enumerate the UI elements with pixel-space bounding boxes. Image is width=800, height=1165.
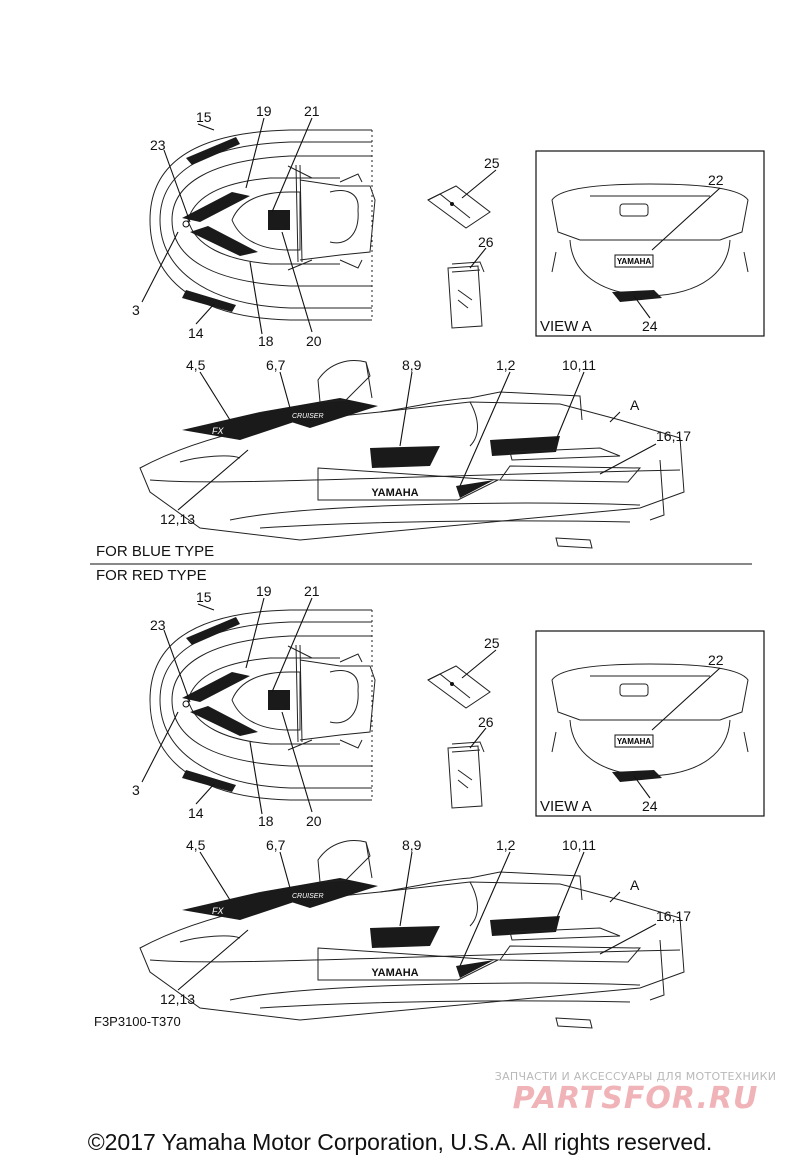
- red-callout-22: 22: [708, 652, 724, 668]
- red-callout-21: 21: [304, 583, 320, 599]
- blue-callout-8-9: 8,9: [402, 357, 422, 373]
- blue-callout-A: A: [630, 397, 640, 413]
- blue-part-25-shape: [427, 185, 491, 229]
- blue-callout-18: 18: [258, 333, 274, 349]
- blue-callout-10-11: 10,11: [562, 357, 596, 373]
- watermark-tagline: ЗАПЧАСТИ И АКСЕССУАРЫ ДЛЯ МОТОТЕХНИКИ: [494, 1070, 777, 1083]
- blue-callout-12-13: 12,13: [160, 511, 195, 527]
- red-part-26-shape: [447, 741, 485, 809]
- red-type-caption: FOR RED TYPE: [96, 567, 207, 584]
- red-view-a-label: VIEW A: [540, 798, 592, 815]
- blue-callout-23: 23: [150, 137, 166, 153]
- blue-side-logo: YAMAHA: [371, 487, 418, 499]
- red-callout-6-7: 6,7: [266, 837, 286, 853]
- blue-leader-lines: [141, 117, 721, 511]
- red-deck-text: CRUISER: [292, 893, 324, 900]
- blue-callout-19: 19: [256, 103, 272, 119]
- blue-callout-1-2: 1,2: [496, 357, 516, 373]
- red-callout-4-5: 4,5: [186, 837, 206, 853]
- blue-decal-23-dot: [182, 220, 190, 228]
- blue-callout-14: 14: [188, 325, 204, 341]
- watermark: ЗАПЧАСТИ И АКСЕССУАРЫ ДЛЯ МОТОТЕХНИКИ PA…: [488, 1070, 783, 1116]
- blue-type-caption: FOR BLUE TYPE: [96, 543, 214, 560]
- blue-callout-24: 24: [642, 318, 658, 334]
- red-callout-18: 18: [258, 813, 274, 829]
- red-callout-15: 15: [196, 589, 212, 605]
- blue-callout-15: 15: [196, 109, 212, 125]
- red-callout-1-2: 1,2: [496, 837, 516, 853]
- blue-callout-16-17: 16,17: [656, 428, 691, 444]
- red-callout-20: 20: [306, 813, 322, 829]
- blue-decal-22-text: YAMAHA: [617, 257, 652, 266]
- blue-callout-21: 21: [304, 103, 320, 119]
- red-callout-24: 24: [642, 798, 658, 814]
- blue-part-26-shape: [447, 261, 485, 329]
- blue-callout-3: 3: [132, 302, 140, 318]
- red-callout-12-13: 12,13: [160, 991, 195, 1007]
- blue-side-view: [139, 360, 685, 549]
- part-code: F3P3100-T370: [94, 1014, 181, 1029]
- red-callout-8-9: 8,9: [402, 837, 422, 853]
- blue-callout-25: 25: [484, 155, 500, 171]
- blue-deck-text: CRUISER: [292, 413, 324, 420]
- red-callout-16-17: 16,17: [656, 908, 691, 924]
- watermark-brand: PARTSFOR.RU: [512, 1081, 759, 1116]
- blue-callout-22: 22: [708, 172, 724, 188]
- red-side-view: [139, 840, 685, 1029]
- copyright-notice: ©2017 Yamaha Motor Corporation, U.S.A. A…: [87, 1129, 713, 1155]
- red-decal-22-text: YAMAHA: [617, 737, 652, 746]
- blue-callout-26: 26: [478, 234, 494, 250]
- red-decal-23-dot: [182, 700, 190, 708]
- red-view-a-frame: [535, 630, 765, 817]
- red-callout-25: 25: [484, 635, 500, 651]
- red-callout-19: 19: [256, 583, 272, 599]
- red-callout-23: 23: [150, 617, 166, 633]
- blue-view-a-label: VIEW A: [540, 318, 592, 335]
- red-callout-14: 14: [188, 805, 204, 821]
- red-callout-26: 26: [478, 714, 494, 730]
- red-callout-3: 3: [132, 782, 140, 798]
- red-callout-A: A: [630, 877, 640, 893]
- red-part-25-shape: [427, 665, 491, 709]
- blue-callout-4-5: 4,5: [186, 357, 206, 373]
- red-callout-labels: 15 19 21 23 25 22 26 3 14 18 20 24 4,5 6…: [132, 583, 724, 1007]
- red-leader-lines: [141, 597, 721, 991]
- red-callout-10-11: 10,11: [562, 837, 596, 853]
- red-fx-text: FX: [212, 906, 224, 916]
- red-side-logo: YAMAHA: [371, 967, 418, 979]
- blue-callout-20: 20: [306, 333, 322, 349]
- blue-callout-6-7: 6,7: [266, 357, 286, 373]
- blue-view-a-frame: [535, 150, 765, 337]
- blue-callout-labels: 15 19 21 23 25 22 26 3 14 18 20 24 4,5 6…: [132, 103, 724, 527]
- blue-fx-text: FX: [212, 426, 224, 436]
